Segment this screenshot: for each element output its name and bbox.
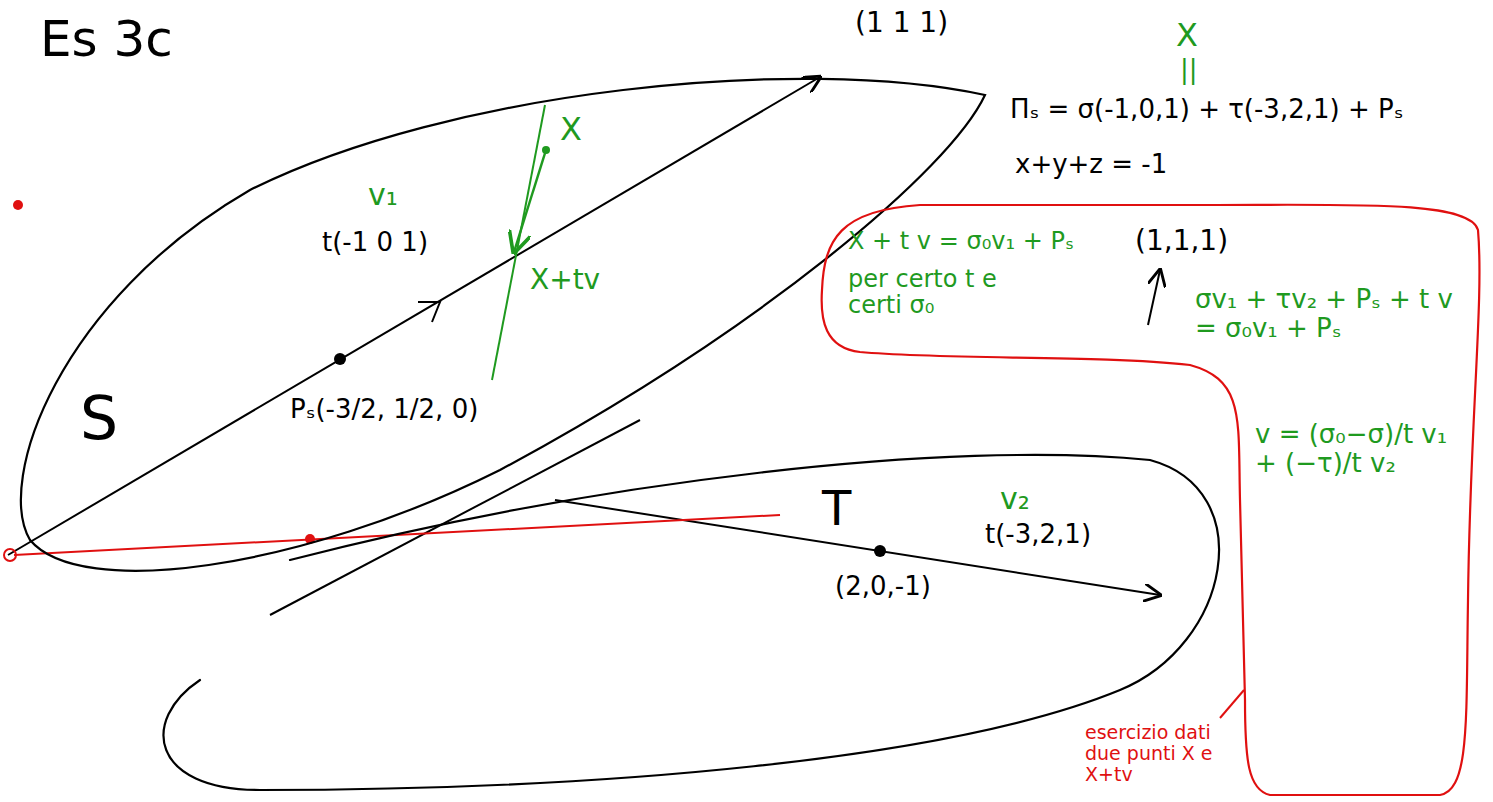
red-point — [13, 200, 23, 210]
point-ps — [334, 353, 346, 365]
green-line — [492, 105, 545, 380]
node-heading: T — [822, 482, 851, 535]
math-label: v₂ — [1000, 482, 1030, 515]
math-label: Πₛ = σ(-1,0,1) + τ(-3,2,1) + Pₛ — [1010, 95, 1403, 124]
math-label: || — [1180, 55, 1198, 84]
outline-path — [164, 455, 1220, 790]
math-label: σv₁ + τv₂ + Pₛ + t v = σ₀v₁ + Pₛ — [1195, 285, 1465, 342]
math-label: X+tv — [530, 265, 600, 296]
math-label: X — [1176, 18, 1198, 53]
math-label: (1 1 1) — [855, 8, 948, 39]
math-label: (1,1,1) — [1135, 226, 1228, 257]
green-arrow — [514, 150, 546, 252]
math-label: Pₛ(-3/2, 1/2, 0) — [290, 395, 478, 424]
pointer-arrow — [1148, 270, 1160, 325]
math-label: x+y+z = -1 — [1015, 150, 1167, 179]
math-label: X — [560, 112, 582, 147]
line-s — [8, 77, 820, 555]
node-heading: S — [80, 385, 118, 451]
node-heading: X + t v = σ₀v₁ + Pₛ — [848, 228, 1074, 254]
title: Es 3c — [40, 12, 173, 67]
math-label: t(-3,2,1) — [985, 520, 1091, 549]
point-t — [874, 545, 886, 557]
math-label: v₁ — [368, 178, 398, 211]
point-x — [542, 146, 550, 154]
math-label: (2,0,-1) — [835, 572, 931, 601]
line — [270, 420, 640, 615]
outline-path — [21, 79, 985, 571]
leader-line — [1220, 690, 1244, 718]
math-label: v = (σ₀−σ)/t v₁ + (−τ)/t v₂ — [1255, 420, 1455, 477]
direction-arrow — [418, 302, 440, 322]
outline-path — [822, 205, 1480, 795]
math-label: t(-1 0 1) — [322, 228, 428, 257]
red-point — [4, 549, 16, 561]
math-label: per certo t e certi σ₀ — [848, 266, 1018, 319]
red-region: X + t v = σ₀v₁ + Pₛ per certo t e certi σ… — [815, 195, 1490, 800]
math-label: esercizio dati due punti X e X+tv — [1085, 722, 1235, 785]
